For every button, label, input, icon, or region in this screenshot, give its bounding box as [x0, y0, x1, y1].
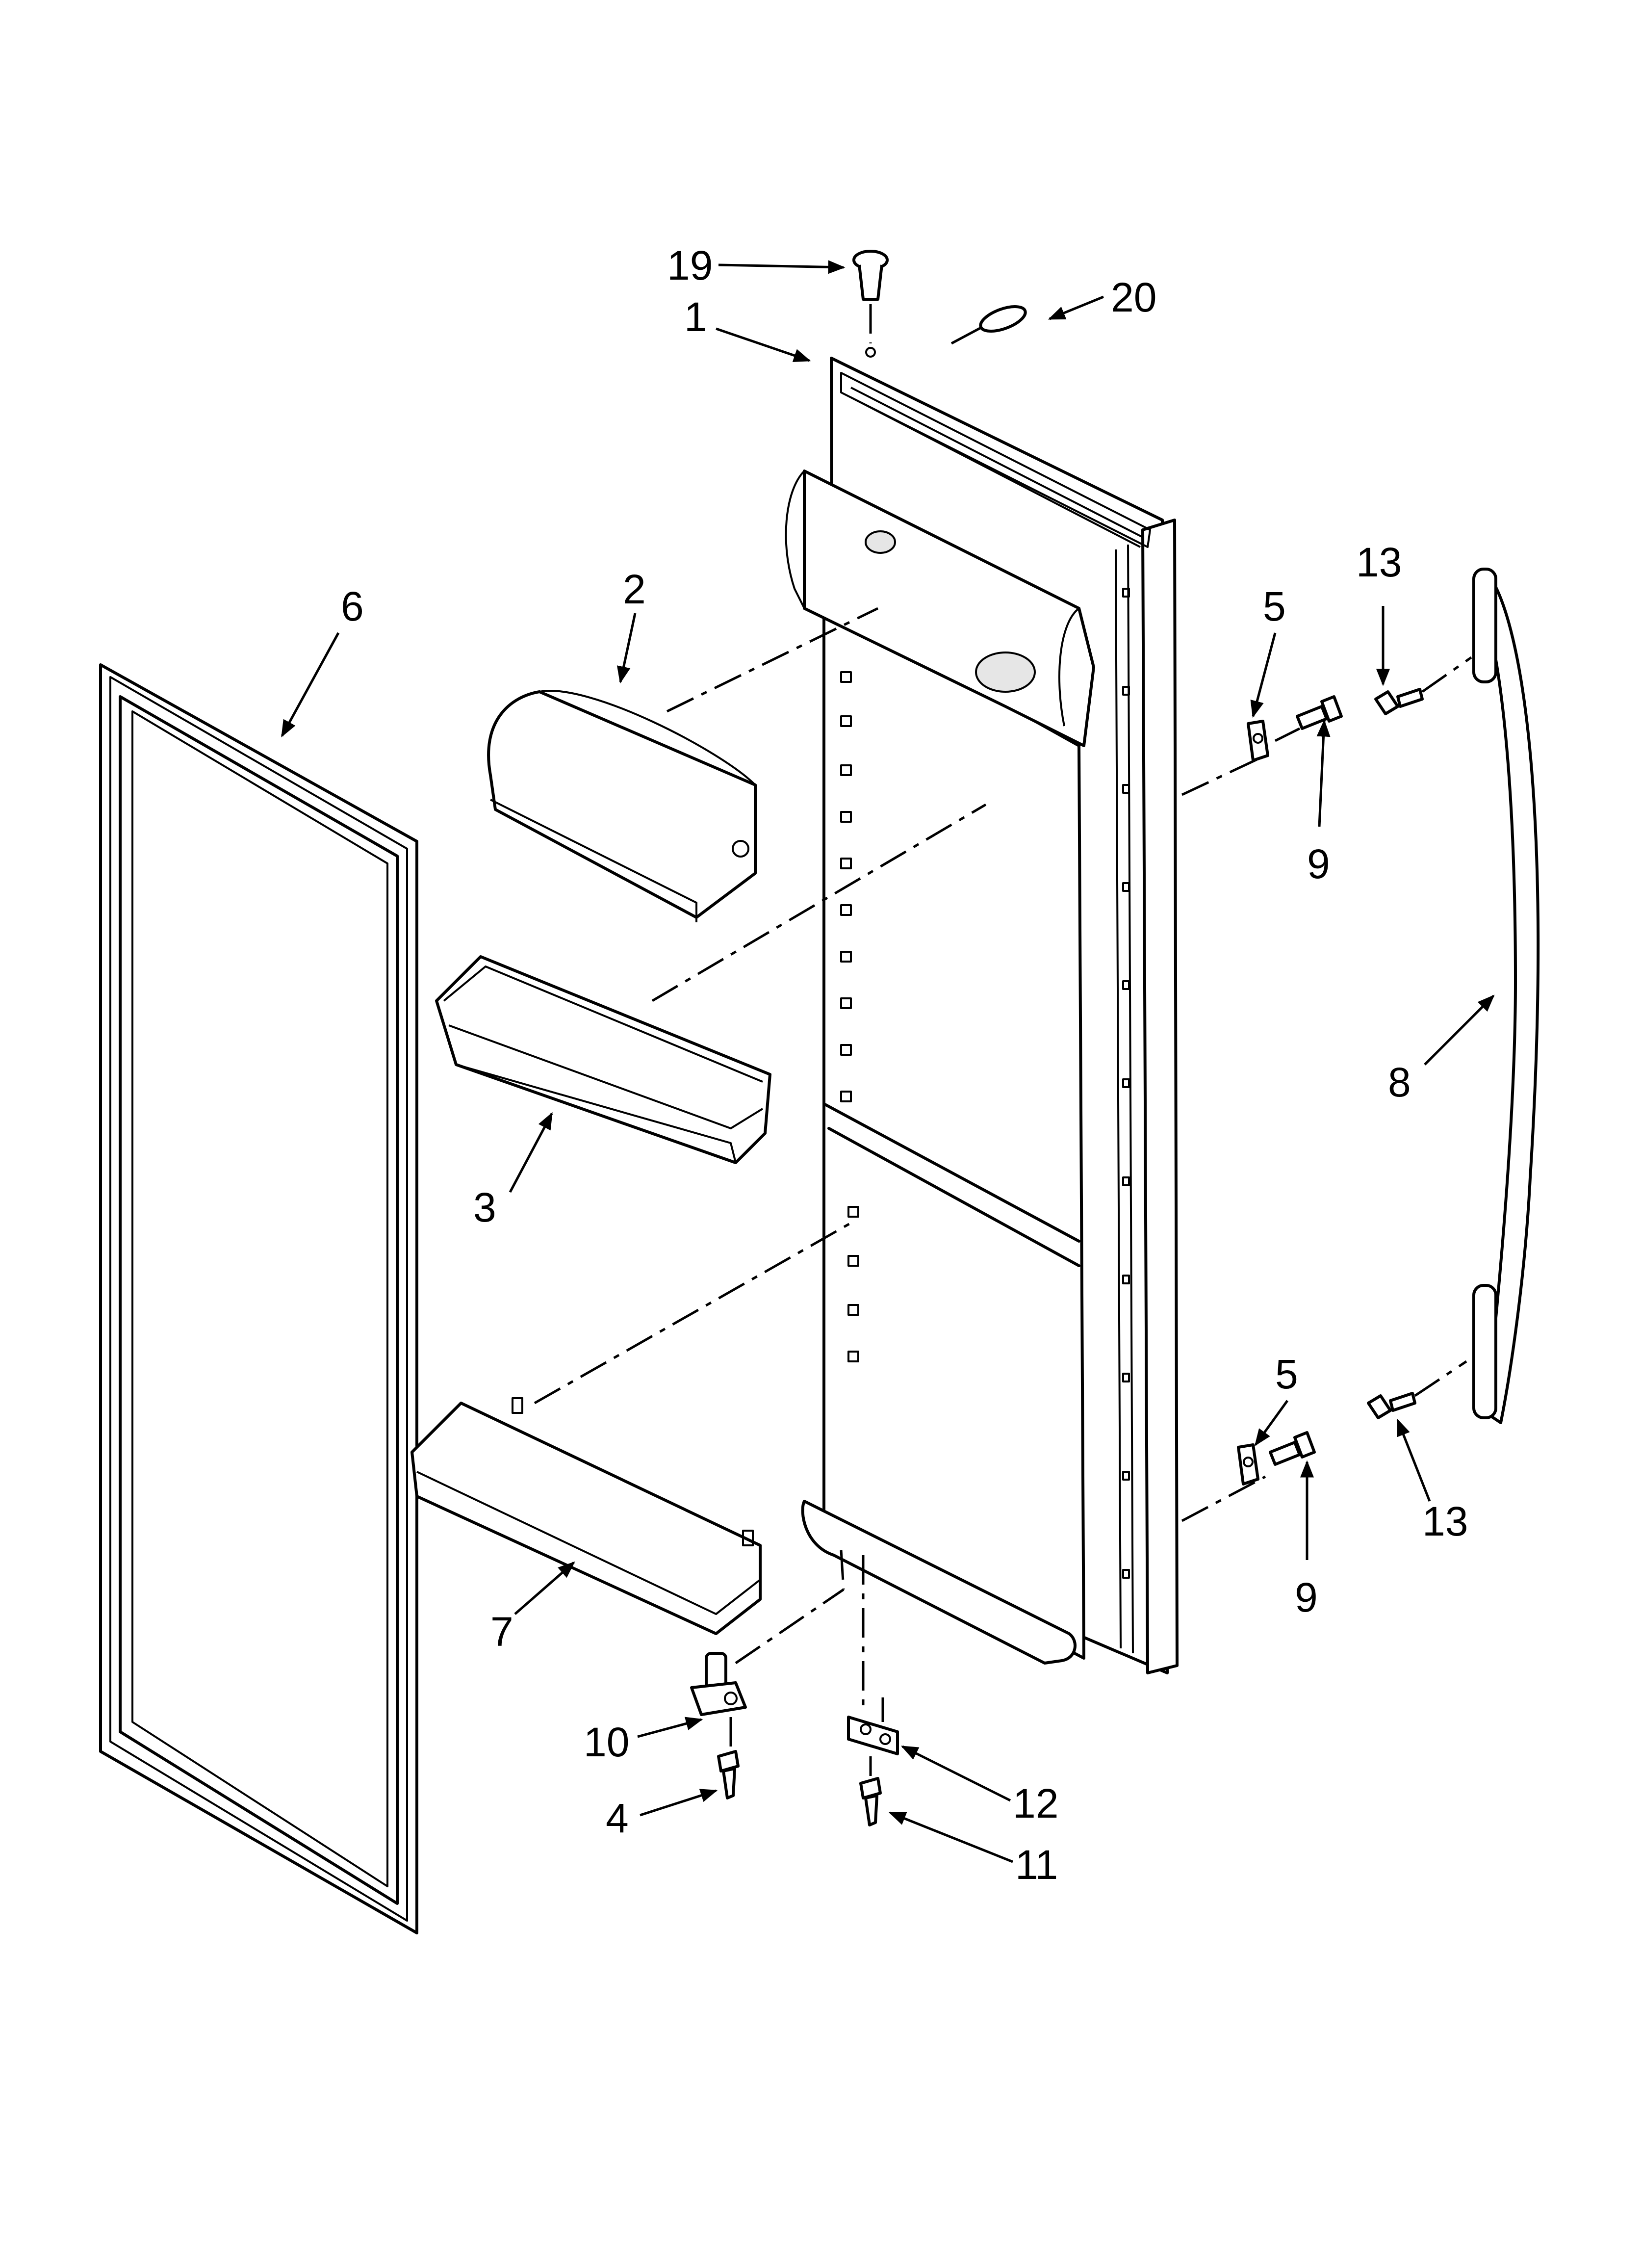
screw-upper	[1274, 695, 1343, 742]
callout-12: 12	[1013, 1780, 1058, 1826]
hinge-plate	[847, 1555, 899, 1776]
dispenser-cover	[487, 607, 879, 922]
callout-11: 11	[1015, 1842, 1058, 1888]
callout-8: 8	[1388, 1059, 1411, 1105]
callout-7: 7	[490, 1609, 513, 1655]
door-bin	[435, 803, 987, 1164]
handle-screw-lower	[1367, 1360, 1467, 1419]
washer	[950, 305, 1027, 345]
callout-2: 2	[623, 566, 646, 612]
callout-3: 3	[473, 1184, 496, 1230]
plug	[852, 250, 889, 358]
callout-6: 6	[341, 583, 364, 629]
lower-door-bin	[410, 1220, 854, 1635]
plate-screw	[859, 1777, 882, 1826]
handle-screw-upper	[1374, 656, 1472, 715]
hinge-screw	[717, 1750, 740, 1799]
callout-5-lower: 5	[1275, 1351, 1298, 1397]
door-gasket	[99, 663, 418, 1934]
door-handle	[1181, 568, 1540, 1522]
callout-10: 10	[584, 1719, 629, 1765]
hinge-pin	[690, 1550, 845, 1747]
callout-5-upper: 5	[1263, 583, 1286, 629]
screw-lower	[1269, 1431, 1316, 1466]
callout-4: 4	[606, 1795, 629, 1841]
callout-9-upper: 9	[1307, 841, 1330, 887]
leader-arrows	[281, 260, 1495, 1863]
door-liner	[785, 357, 1179, 1674]
callout-1: 1	[684, 294, 707, 340]
handle-clip-upper	[1247, 720, 1269, 762]
callout-9-lower: 9	[1295, 1574, 1318, 1620]
handle-clip-lower	[1237, 1443, 1259, 1486]
callout-13-lower: 13	[1422, 1498, 1468, 1544]
callout-20: 20	[1111, 274, 1156, 320]
callout-13-upper: 13	[1356, 539, 1402, 585]
callout-19: 19	[667, 242, 713, 288]
